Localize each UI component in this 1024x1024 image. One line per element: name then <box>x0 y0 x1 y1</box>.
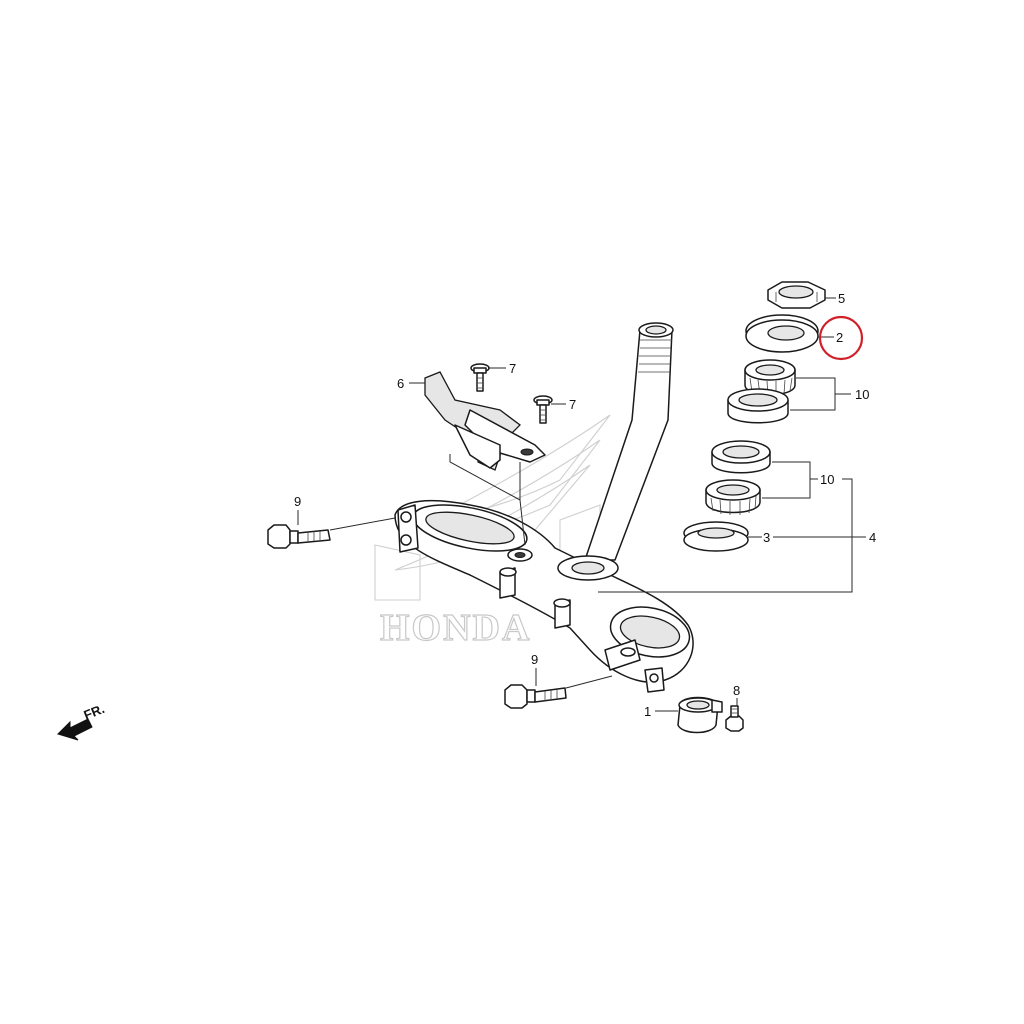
collar-part-1 <box>677 696 723 734</box>
dust-seal-part-2 <box>745 314 819 353</box>
lower-bearing-part-10b <box>705 440 771 515</box>
screw-part-7a <box>470 363 490 392</box>
bolt-part-9b <box>504 684 567 709</box>
watermark-text: HONDA <box>380 607 531 649</box>
honda-wing-watermark: HONDA <box>374 414 611 650</box>
callout-8: 8 <box>733 683 740 698</box>
stem-nut-part-5 <box>767 281 826 309</box>
highlight-circle <box>818 315 864 361</box>
front-label: FR. <box>82 701 107 723</box>
callout-7-lower: 7 <box>569 397 576 412</box>
callout-6: 6 <box>397 376 404 391</box>
callout-4: 4 <box>869 530 876 545</box>
arrow-left-icon <box>57 718 93 741</box>
screw-part-7b <box>533 395 553 424</box>
front-direction-marker: FR. <box>57 701 107 741</box>
dust-seal-part-3 <box>683 521 749 552</box>
callout-9-lower: 9 <box>531 652 538 667</box>
bolt-part-9a <box>267 524 331 549</box>
steering-stem <box>584 322 674 561</box>
callout-labels: 5 2 10 10 3 4 6 7 7 9 9 1 8 <box>294 291 876 719</box>
callout-1: 1 <box>644 704 651 719</box>
callout-2: 2 <box>836 330 843 345</box>
callout-10-lower: 10 <box>820 472 834 487</box>
callout-9-upper: 9 <box>294 494 301 509</box>
upper-bearing-part-10a <box>727 359 796 424</box>
bracket-part-6 <box>424 371 546 471</box>
bottom-bridge <box>394 499 694 693</box>
callout-5: 5 <box>838 291 845 306</box>
callout-7-upper: 7 <box>509 361 516 376</box>
callout-3: 3 <box>763 530 770 545</box>
small-bolt-part-8 <box>725 705 744 732</box>
leader-lines <box>297 297 866 712</box>
callout-10-upper: 10 <box>855 387 869 402</box>
